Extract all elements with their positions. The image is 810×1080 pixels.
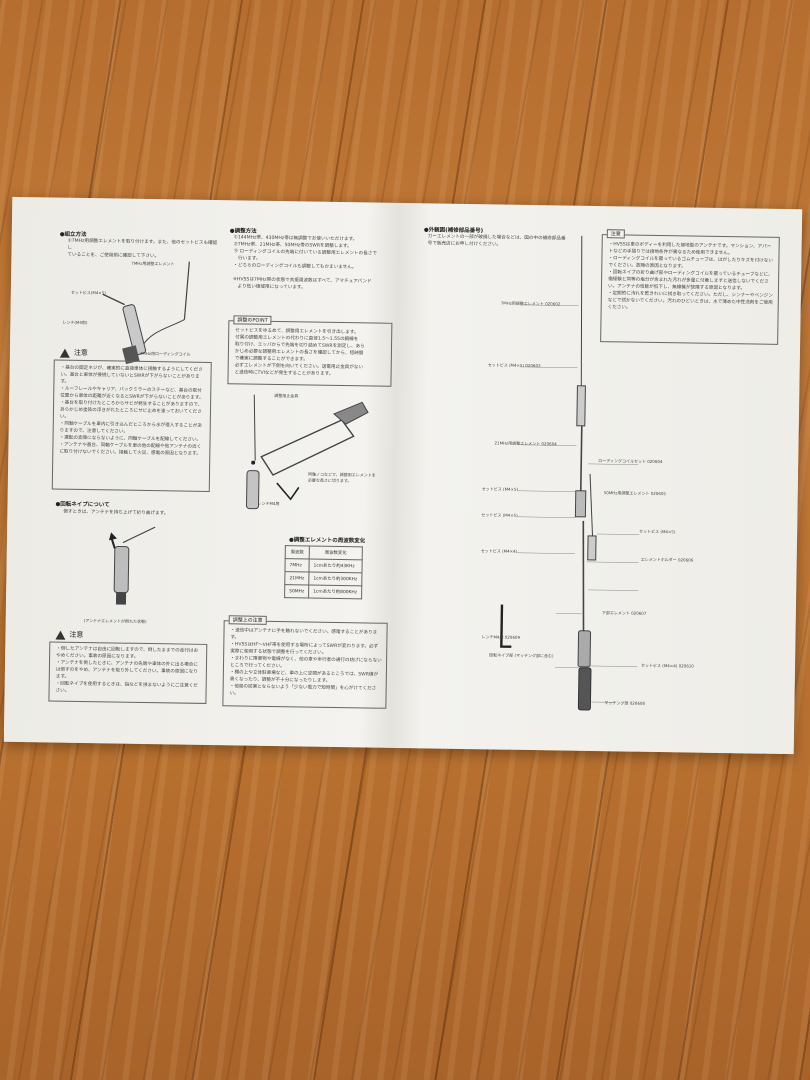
- fig1-label-setscrew: セットビス(M4×5): [70, 289, 106, 296]
- part-label: ローディングコイルセット 020604: [598, 458, 663, 465]
- tilt-body: 倒すときは、アンテナを持ち上げて折り曲げます。: [63, 509, 169, 517]
- table-row: 50MHz 1cmあたり約800KHz: [284, 584, 362, 599]
- table-cell: 50MHz: [284, 584, 309, 599]
- table-header-cell: 周波数変化: [309, 546, 363, 560]
- point-body: セットビスをゆるめて、調整用エレメントを引き出します。 付属の調整用エレメントの…: [234, 328, 365, 377]
- fig2-label-clamp: 調整用止金具: [274, 392, 299, 399]
- part-label: エレメントホルダー 020606: [640, 556, 694, 563]
- fig1-label-element: 7MHz用調整エレメント: [131, 260, 175, 267]
- part-label: 21MHz用調整エレメント 020604: [494, 440, 557, 447]
- table-header-cell: 周波数: [285, 545, 310, 560]
- adjust-caution-box: 調整上の注意 ・送信中はアンテナに手を触れないでください。感電することがあります…: [222, 615, 388, 709]
- assembly-heading: ●組立方法: [59, 231, 87, 238]
- caution2-title: 注意: [69, 630, 84, 639]
- freq-change-table: 周波数 周波数変化 7MHz 1cmあたり約43KHz 21MHz 1cmあたり…: [284, 545, 363, 599]
- table-cell: 1cmあたり約800KHz: [308, 585, 362, 599]
- freq-table-heading: ●調整エレメントの周波数変化: [288, 537, 366, 545]
- caution1-box: ・基台の固定ネジが、確実的に直接車体に接触するようにしてください。基台と車体が接…: [51, 359, 212, 492]
- warning-icon: [59, 348, 70, 358]
- part-label: セットビス (M4×4): [480, 548, 518, 554]
- fig1-label-coil: 7MHz用ローディングコイル: [139, 350, 191, 357]
- part-label: 下部エレメント 020607: [601, 610, 647, 616]
- table-row: 7MHz 1cmあたり約43KHz: [284, 558, 363, 573]
- part-label: 回転ネイプ部 (マッチング部に含む): [489, 652, 554, 659]
- part-label: レンチM4用 020609: [481, 634, 521, 640]
- table-cell: 21MHz: [284, 571, 309, 586]
- table-row: 21MHz 1cmあたり約300KHz: [284, 571, 362, 586]
- table-cell: 1cmあたり約300KHz: [308, 572, 362, 586]
- part-label: マッチング部 020608: [604, 700, 646, 706]
- fig2-label-wrench: レンチM4用: [257, 500, 280, 507]
- part-label: 50MHz用調整エレメント 020605: [603, 490, 666, 497]
- part-label: 7MHz用調整エレメント 020602: [500, 300, 561, 307]
- table-cell: 7MHz: [284, 558, 310, 573]
- part-label: セットビス (M4×4) 020610: [641, 662, 694, 669]
- assembly-figure: [102, 261, 190, 365]
- adjust-caution-body: ・送信中はアンテナに手を触れないでください。感電することがあります。 ・HV5S…: [229, 628, 382, 697]
- warning-icon: [55, 630, 66, 640]
- adjust-body: ①144MHz帯、430MHz帯は無調整でお使いいただけます。 ②7MHz帯、2…: [232, 235, 377, 291]
- caution1-body: ・基台の固定ネジが、確実的に直接車体に接触するようにしてください。基台と車体が接…: [59, 365, 204, 457]
- tilt-figure-caption: (アンテナエレメントが倒れた状態): [83, 618, 147, 624]
- tilt-heading: ●回転ネイプについて: [55, 501, 110, 509]
- part-label: セットビス (M4×5) 020603: [487, 362, 541, 369]
- caution2-body: ・倒したアンテナは自由に回転しますので、倒したままでの走行はおやめください。事故…: [55, 646, 199, 694]
- fig2-label-cut: 同軸ノコなどで、調整用エレメントを必要な長さに切ります。: [307, 471, 376, 484]
- table-cell: 1cmあたり約43KHz: [308, 559, 363, 573]
- cutting-figure: [246, 394, 369, 510]
- adjust-caution-title: 調整上の注意: [228, 615, 267, 625]
- antenna-exploded-figure: [500, 235, 640, 711]
- caution1-title: 注意: [73, 348, 88, 358]
- caution2-box: ・倒したアンテナは自由に回転しますので、倒したままでの走行はおやめください。事故…: [48, 641, 208, 704]
- caution1-title-wrap: 注意: [59, 348, 88, 358]
- part-label: セットビス (M4×5): [481, 512, 518, 518]
- fig1-label-wrench: レンチ(M4用): [62, 319, 88, 326]
- part-label: セットビス (M4×5): [481, 486, 519, 492]
- instruction-sheet: ●組立方法 ①7MHz用調整エレメントを取り付けます。また、他のセットビスも確認…: [3, 196, 803, 755]
- point-title: 調整のPOINT: [233, 315, 272, 325]
- tilt-figure: [108, 526, 156, 605]
- table-header-row: 周波数 周波数変化: [285, 545, 363, 560]
- part-label: セットビス (M4×5): [639, 528, 676, 535]
- point-box: 調整のPOINT セットビスをゆるめて、調整用エレメントを引き出します。 付属の…: [227, 315, 393, 387]
- caution2-title-wrap: 注意: [55, 630, 84, 640]
